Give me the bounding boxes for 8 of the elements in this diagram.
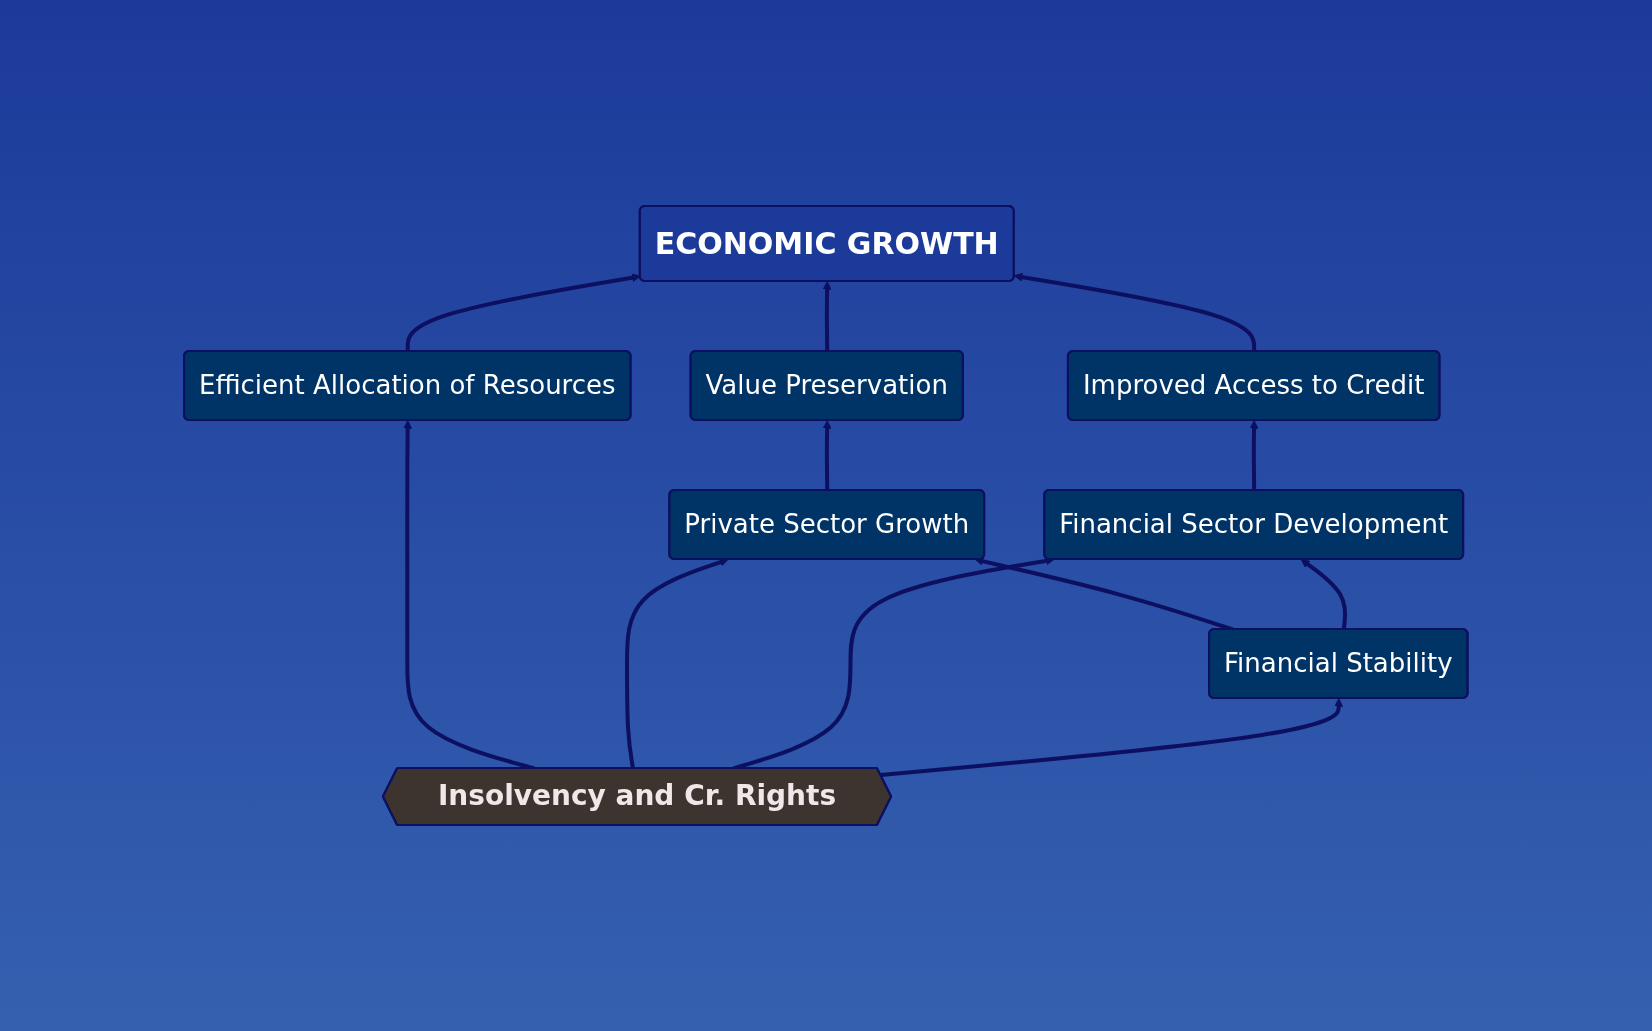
- arrow: [1014, 272, 1257, 352]
- arrow: [1249, 420, 1259, 491]
- arrow: [625, 557, 729, 769]
- arrow: [1300, 559, 1348, 630]
- arrow: [822, 420, 832, 491]
- arrow: [405, 273, 641, 352]
- arrow: [880, 698, 1344, 777]
- arrow: [822, 281, 832, 352]
